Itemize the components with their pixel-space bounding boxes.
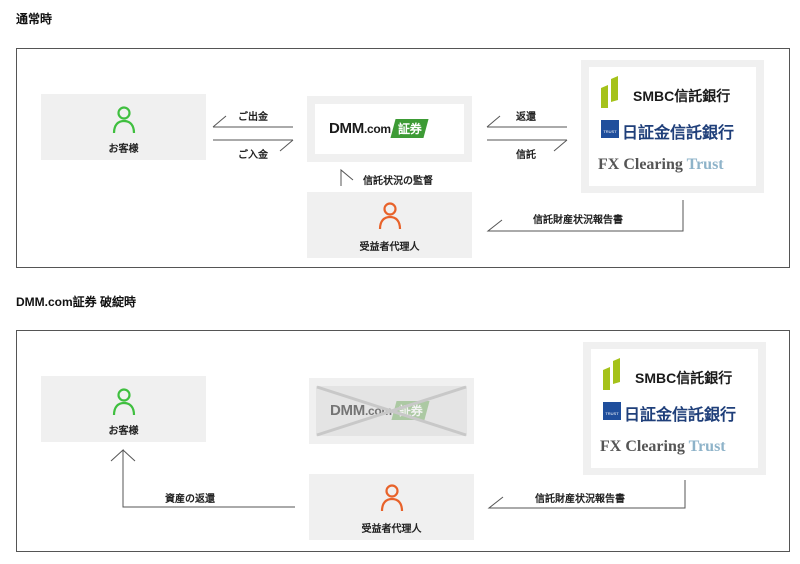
nissho-logo-icon: TRUST — [603, 402, 621, 420]
person-icon — [378, 202, 402, 230]
fx-main-text: FX Clearing — [600, 438, 689, 455]
customer-box-normal: お客様 — [41, 94, 206, 160]
smbc-logo-icon — [603, 358, 620, 390]
arrow-asset-return — [110, 448, 295, 508]
person-icon — [112, 388, 136, 416]
dmm-logo-suffix: .com — [363, 122, 391, 136]
bank-box-normal: SMBC信託銀行 TRUST 日証金信託銀行 FX Clearing Trust — [581, 60, 764, 193]
agent-box-failure: 受益者代理人 — [309, 474, 474, 540]
arrow-asset-return-head — [122, 449, 136, 462]
smbc-name: SMBC信託銀行 — [633, 88, 731, 104]
nissho-badge-text: TRUST — [605, 411, 619, 416]
dmm-logo-name: DMM — [330, 402, 365, 419]
label-deposit: ご入金 — [238, 150, 268, 161]
arrow-monitor — [340, 168, 354, 186]
section-title-failure: DMM.com証券 破綻時 — [16, 295, 137, 309]
arrow-report — [486, 200, 684, 232]
arrow-return-head — [486, 115, 501, 128]
cross-mark-icon — [316, 385, 467, 437]
customer-label: お客様 — [108, 144, 139, 155]
label-asset-return: 資産の返還 — [165, 494, 215, 505]
label-return: 返還 — [516, 112, 536, 123]
label-trust: 信託 — [516, 150, 536, 161]
label-report: 信託財産状況報告書 — [533, 215, 623, 226]
arrow-trust-head — [553, 139, 568, 152]
fx-clearing-logo: FX Clearing Trust — [598, 156, 724, 174]
arrow-report-failure — [487, 480, 686, 509]
fx-main-text: FX Clearing — [598, 156, 687, 173]
agent-box-normal: 受益者代理人 — [307, 192, 472, 258]
customer-label: お客様 — [108, 426, 139, 437]
agent-label: 受益者代理人 — [361, 524, 422, 535]
person-icon — [112, 106, 136, 134]
smbc-name: SMBC信託銀行 — [635, 370, 733, 386]
nissho-badge-text: TRUST — [603, 129, 617, 134]
bank-box-failure: SMBC信託銀行 TRUST 日証金信託銀行 FX Clearing Trust — [583, 342, 766, 475]
fx-trust-text: Trust — [686, 156, 724, 173]
section-title-normal: 通常時 — [16, 12, 53, 26]
arrow-deposit-head — [279, 139, 294, 152]
nissho-name: 日証金信託銀行 — [624, 407, 737, 424]
nissho-logo-icon: TRUST — [601, 120, 619, 138]
nissho-name: 日証金信託銀行 — [622, 125, 735, 142]
person-icon — [380, 484, 404, 512]
label-report-failure: 信託財産状況報告書 — [535, 494, 625, 505]
label-monitor: 信託状況の監督 — [363, 176, 433, 187]
arrow-withdraw-head — [212, 115, 227, 128]
smbc-logo-icon — [601, 76, 618, 108]
fx-trust-text: Trust — [688, 438, 726, 455]
dmm-logo-name: DMM — [329, 120, 364, 137]
fx-clearing-logo: FX Clearing Trust — [600, 438, 726, 456]
label-withdraw: ご出金 — [238, 112, 268, 123]
customer-box-failure: お客様 — [41, 376, 206, 442]
agent-label: 受益者代理人 — [359, 242, 420, 253]
